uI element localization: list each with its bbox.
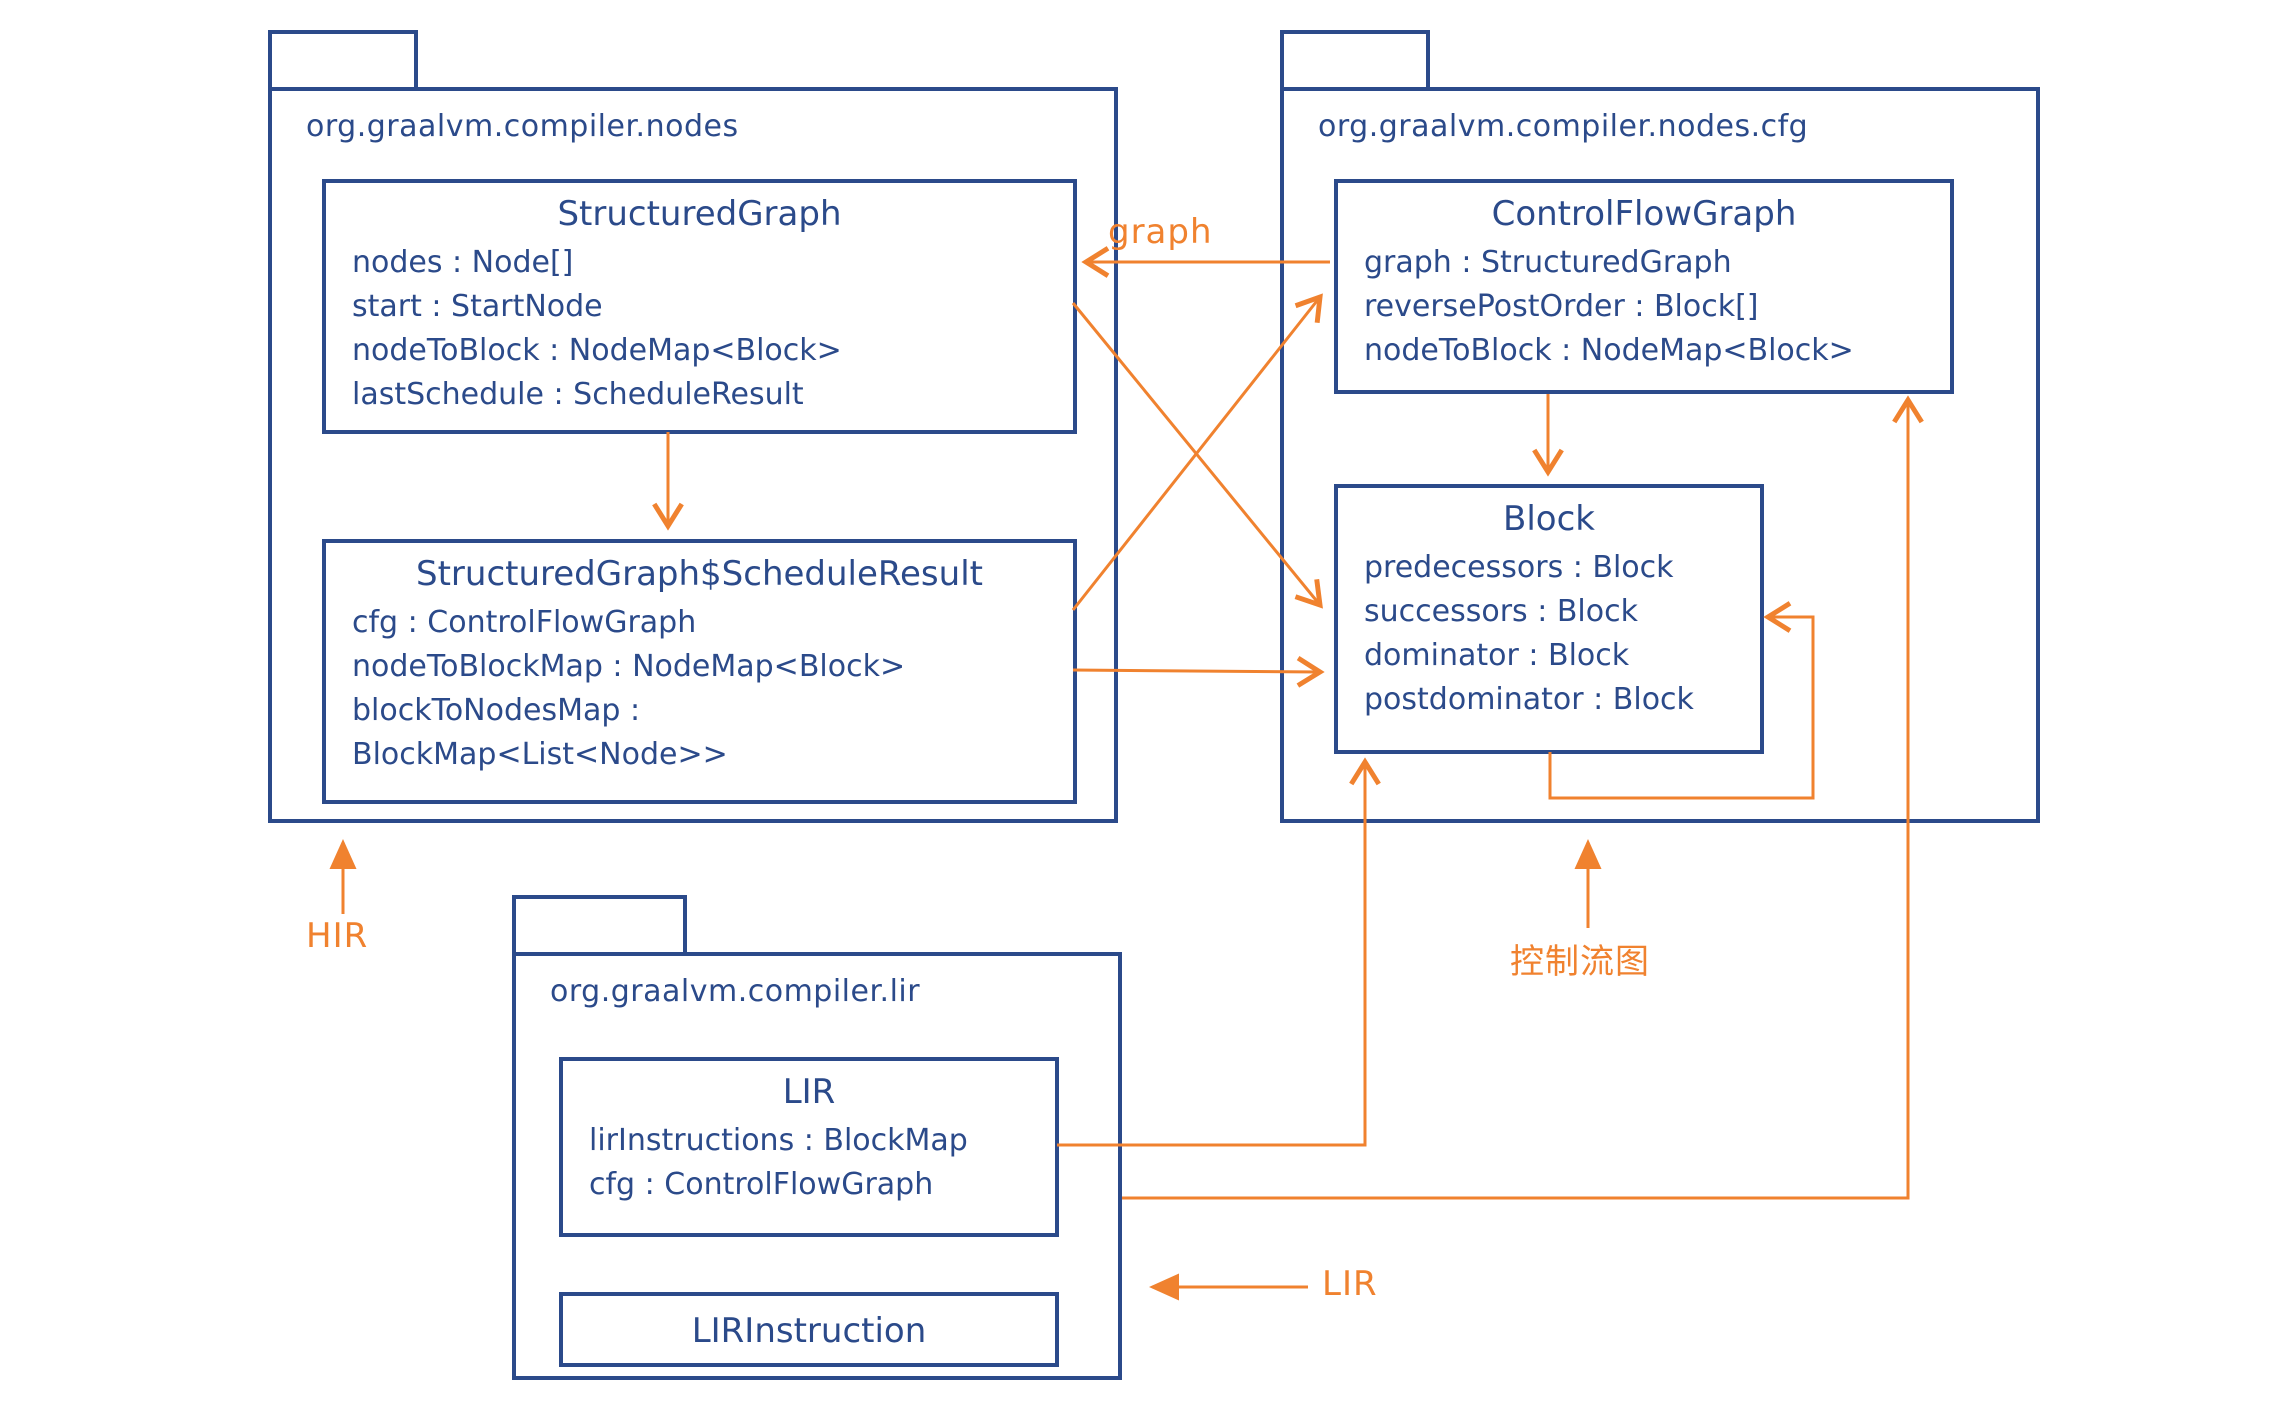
class-block: Block predecessors : Block successors : … xyxy=(1334,484,1764,754)
class-field: nodeToBlockMap : NodeMap<Block> xyxy=(352,649,906,684)
hir-label: HIR xyxy=(306,916,369,956)
class-field: reversePostOrder : Block[] xyxy=(1364,289,1759,324)
package-tab-nodes xyxy=(268,30,418,91)
class-field: predecessors : Block xyxy=(1364,550,1674,585)
class-lir-title: LIR xyxy=(782,1072,836,1112)
class-field: nodeToBlock : NodeMap<Block> xyxy=(1364,333,1854,368)
class-lir-fields: lirInstructions : BlockMap cfg : Control… xyxy=(589,1119,1055,1207)
class-field: graph : StructuredGraph xyxy=(1364,245,1732,280)
class-field: nodeToBlock : NodeMap<Block> xyxy=(352,333,842,368)
class-structured-graph-title: StructuredGraph xyxy=(557,194,842,234)
package-nodes-cfg-title: org.graalvm.compiler.nodes.cfg xyxy=(1318,109,1809,144)
class-block-fields: predecessors : Block successors : Block … xyxy=(1364,546,1760,722)
class-field: lirInstructions : BlockMap xyxy=(589,1123,968,1158)
control-flow-graph-cn-label: 控制流图 xyxy=(1510,942,1650,982)
package-nodes: org.graalvm.compiler.nodes StructuredGra… xyxy=(268,87,1118,823)
class-schedule-result-fields: cfg : ControlFlowGraph nodeToBlockMap : … xyxy=(352,601,1073,777)
class-schedule-result-title: StructuredGraph$ScheduleResult xyxy=(416,554,983,594)
class-lir-instruction-title: LIRInstruction xyxy=(691,1311,927,1351)
package-tab-lir xyxy=(512,895,687,956)
class-control-flow-graph-title: ControlFlowGraph xyxy=(1491,194,1797,234)
class-lir: LIR lirInstructions : BlockMap cfg : Con… xyxy=(559,1057,1059,1237)
class-field: start : StartNode xyxy=(352,289,603,324)
lir-label: LIR xyxy=(1322,1264,1378,1304)
class-field: nodes : Node[] xyxy=(352,245,574,280)
package-nodes-cfg: org.graalvm.compiler.nodes.cfg ControlFl… xyxy=(1280,87,2040,823)
package-lir: org.graalvm.compiler.lir LIR lirInstruct… xyxy=(512,952,1122,1380)
class-field: blockToNodesMap : xyxy=(352,693,641,728)
class-field: lastSchedule : ScheduleResult xyxy=(352,377,804,412)
class-structured-graph-fields: nodes : Node[] start : StartNode nodeToB… xyxy=(352,241,1073,417)
class-structured-graph: StructuredGraph nodes : Node[] start : S… xyxy=(322,179,1077,434)
class-control-flow-graph: ControlFlowGraph graph : StructuredGraph… xyxy=(1334,179,1954,394)
package-nodes-title: org.graalvm.compiler.nodes xyxy=(306,109,739,144)
class-field: postdominator : Block xyxy=(1364,682,1694,717)
class-control-flow-graph-fields: graph : StructuredGraph reversePostOrder… xyxy=(1364,241,1950,373)
class-field: cfg : ControlFlowGraph xyxy=(589,1167,934,1202)
package-tab-nodes-cfg xyxy=(1280,30,1430,91)
class-field: cfg : ControlFlowGraph xyxy=(352,605,697,640)
package-lir-title: org.graalvm.compiler.lir xyxy=(550,974,921,1009)
class-lir-instruction: LIRInstruction xyxy=(559,1292,1059,1367)
class-field: dominator : Block xyxy=(1364,638,1630,673)
class-schedule-result: StructuredGraph$ScheduleResult cfg : Con… xyxy=(322,539,1077,804)
class-block-title: Block xyxy=(1503,499,1595,539)
graph-association-label: graph xyxy=(1108,212,1213,252)
class-field: BlockMap<List<Node>> xyxy=(352,737,728,772)
class-field: successors : Block xyxy=(1364,594,1638,629)
